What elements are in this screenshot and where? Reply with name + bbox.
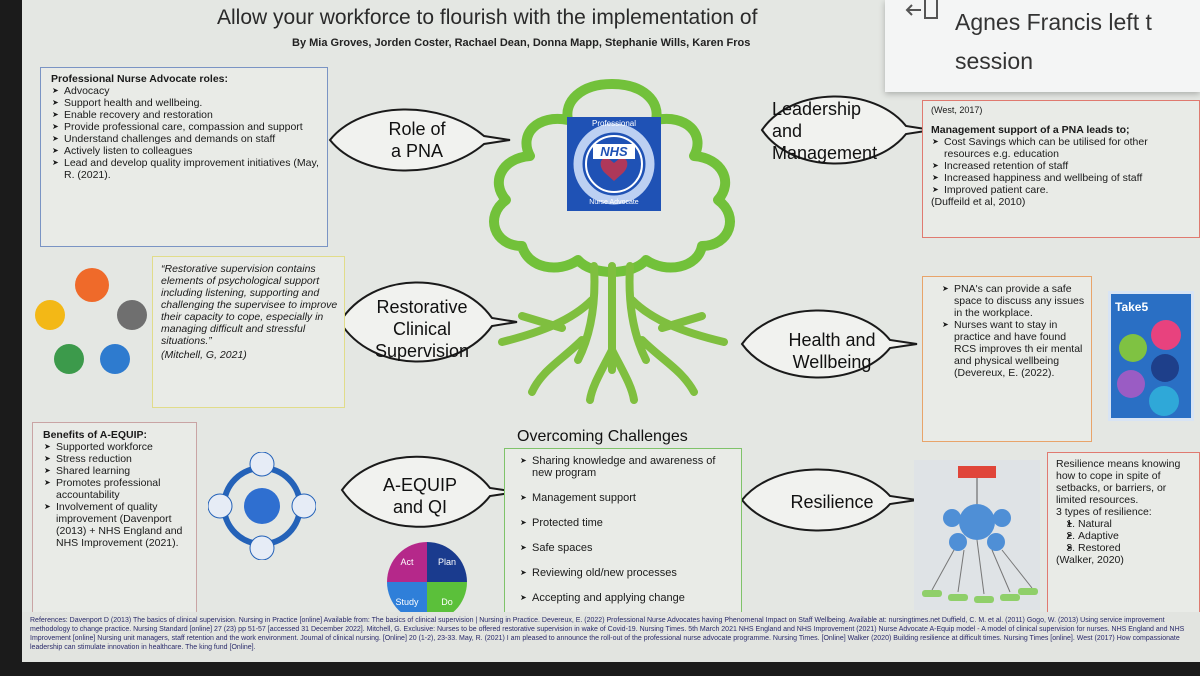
resilience-type-item: Natural <box>1066 518 1193 530</box>
screen-share-view: Allow your workforce to flourish with th… <box>22 0 1200 662</box>
notification-text: Agnes Francis left t session <box>955 3 1200 81</box>
health-list: PNA's can provide a safe space to discus… <box>941 283 1085 379</box>
aequip-benefit-item: Shared learning <box>44 465 190 477</box>
logo-ring-top: Professional <box>591 119 637 128</box>
take5-circle <box>1117 370 1145 398</box>
aequip-benefit-item: Involvement of quality improvement (Dave… <box>44 501 190 549</box>
health-item: PNA's can provide a safe space to discus… <box>942 283 1085 319</box>
aequip-list: Supported workforceStress reductionShare… <box>43 441 190 549</box>
resilience-type-item: Adaptive <box>1066 530 1193 542</box>
role-item: Support health and wellbeing. <box>52 97 321 109</box>
challenges-list: Sharing knowledge and awareness of new p… <box>519 455 735 604</box>
quote-box: “Restorative supervision contains elemen… <box>152 256 345 408</box>
management-top-cite: (West, 2017) <box>931 105 983 115</box>
management-cite: (Duffeild et al, 2010) <box>931 196 1026 208</box>
pna-logo: NHS Professional Nurse Advocate <box>567 117 661 211</box>
management-item: Increased happiness and wellbeing of sta… <box>932 172 1193 184</box>
cycle-node <box>100 344 130 374</box>
management-box: (West, 2017) Management support of a PNA… <box>922 100 1200 238</box>
management-heading: Management support of a PNA leads to; <box>931 124 1130 136</box>
poster-title: Allow your workforce to flourish with th… <box>217 6 758 29</box>
role-item: Provide professional care, compassion an… <box>52 121 321 133</box>
challenge-item: Accepting and applying change <box>520 592 735 604</box>
roles-list: AdvocacySupport health and wellbeing.Ena… <box>51 85 321 181</box>
aequip-benefit-item: Promotes professional accountability <box>44 477 190 501</box>
notification-line-1: Agnes Francis left t <box>955 9 1152 35</box>
pdsa-plan: Plan <box>427 542 467 582</box>
take5-graphic: Take5 <box>1108 291 1194 421</box>
role-item: Lead and develop quality improvement ini… <box>52 157 321 181</box>
management-item: Improved patient care. <box>932 184 1193 196</box>
aequip-benefit-item: Supported workforce <box>44 441 190 453</box>
management-item: Cost Savings which can be utilised for o… <box>932 136 1193 160</box>
resilience-types-heading: 3 types of resilience: <box>1056 506 1152 518</box>
leave-session-icon <box>905 0 938 19</box>
resilience-type-item: Restored <box>1066 542 1193 554</box>
take5-circle <box>1151 320 1181 350</box>
roles-box: Professional Nurse Advocate roles: Advoc… <box>40 67 328 247</box>
cycle-node <box>75 268 109 302</box>
tree-trunk <box>498 262 728 404</box>
health-item: Nurses want to stay in practice and have… <box>942 319 1085 379</box>
challenges-box: Sharing knowledge and awareness of new p… <box>504 448 742 620</box>
resilience-box: Resilience means knowing how to cope in … <box>1047 452 1200 614</box>
challenge-item: Reviewing old/new processes <box>520 567 735 579</box>
take5-circle <box>1149 386 1179 416</box>
logo-ring-bottom: Nurse Advocate <box>589 199 639 206</box>
role-item: Actively listen to colleagues <box>52 145 321 157</box>
quote-text: “Restorative supervision contains elemen… <box>161 263 338 347</box>
notification-line-2: session <box>955 48 1033 74</box>
management-list: Cost Savings which can be utilised for o… <box>931 136 1193 196</box>
resilience-cite: (Walker, 2020) <box>1056 554 1124 566</box>
challenge-item: Management support <box>520 492 735 504</box>
aequip-benefit-item: Stress reduction <box>44 453 190 465</box>
challenge-item: Safe spaces <box>520 542 735 554</box>
cycle-node <box>35 300 65 330</box>
resilience-types-list: NaturalAdaptiveRestored <box>1056 518 1193 554</box>
supervision-cycle-diagram <box>34 266 152 374</box>
aequip-box: Benefits of A-EQUIP: Supported workforce… <box>32 422 197 614</box>
role-item: Enable recovery and restoration <box>52 109 321 121</box>
nhs-logo: NHS <box>593 144 635 159</box>
resilience-diagram <box>914 460 1040 610</box>
management-item: Increased retention of staff <box>932 160 1193 172</box>
role-item: Advocacy <box>52 85 321 97</box>
session-notification[interactable]: Agnes Francis left t session <box>885 0 1200 92</box>
quote-cite: (Mitchell, G, 2021) <box>161 349 247 361</box>
resilience-intro: Resilience means knowing how to cope in … <box>1056 458 1181 506</box>
take5-circle <box>1119 334 1147 362</box>
challenges-title: Overcoming Challenges <box>517 428 688 445</box>
references: References: Davenport D (2013) The basic… <box>22 612 1200 662</box>
poster-authors: By Mia Groves, Jorden Coster, Rachael De… <box>292 37 751 49</box>
aequip-model-diagram <box>208 452 316 560</box>
tree-illustration <box>489 79 735 404</box>
cycle-node <box>117 300 147 330</box>
challenge-item: Sharing knowledge and awareness of new p… <box>520 455 735 479</box>
cycle-node <box>54 344 84 374</box>
role-item: Understand challenges and demands on sta… <box>52 133 321 145</box>
pdsa-act: Act <box>387 542 427 582</box>
pdsa-cycle: Act Plan Study Do <box>387 542 467 622</box>
health-box: PNA's can provide a safe space to discus… <box>922 276 1092 442</box>
leaf-label-resilience: Resilience <box>790 492 874 512</box>
take5-label: Take5 <box>1115 300 1149 314</box>
challenge-item: Protected time <box>520 517 735 529</box>
take5-circle <box>1151 354 1179 382</box>
roles-heading: Professional Nurse Advocate roles: <box>51 73 229 85</box>
aequip-heading: Benefits of A-EQUIP: <box>43 429 148 441</box>
